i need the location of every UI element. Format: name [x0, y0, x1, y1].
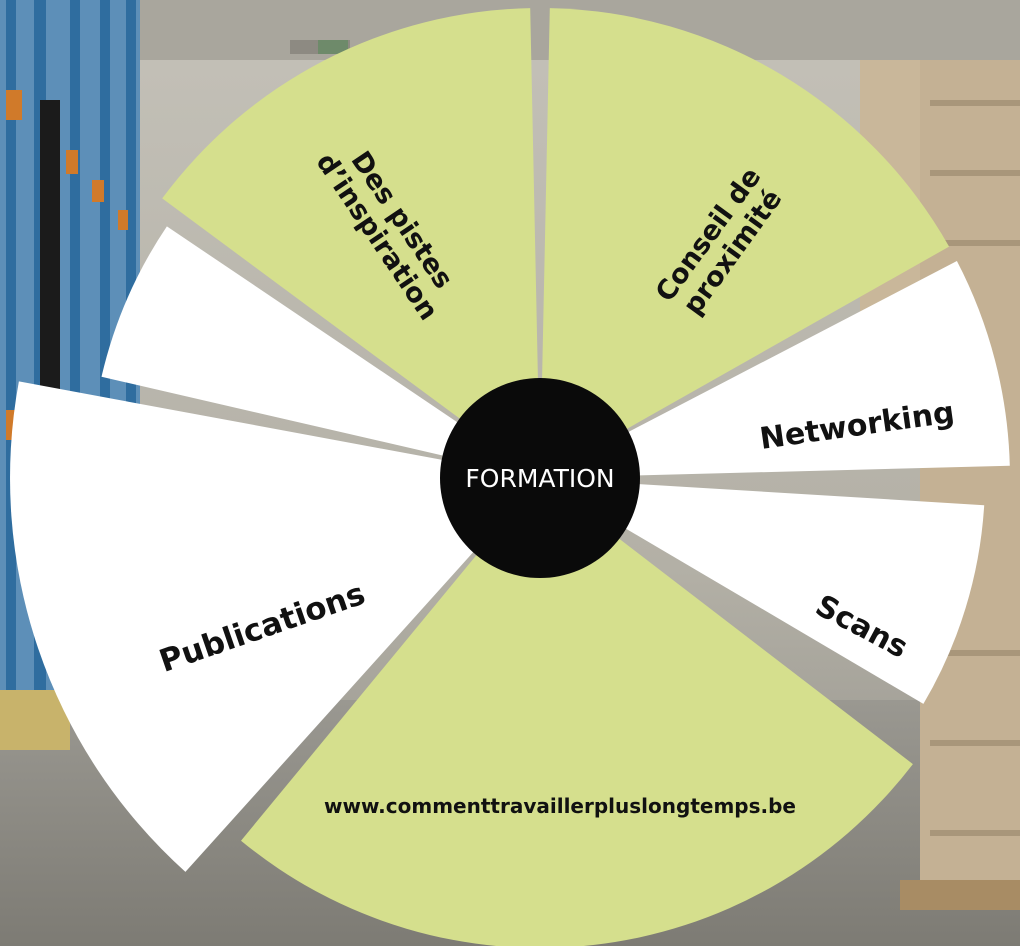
segment-networking — [540, 261, 1010, 478]
center-hub — [440, 378, 640, 578]
segment-conseil — [540, 8, 950, 478]
segment-label-website: www.commenttravaillerpluslongtemps.be — [324, 794, 796, 818]
segment-inspiration — [162, 8, 540, 478]
segment-label-line: www.commenttravaillerpluslongtemps.be — [324, 794, 796, 818]
segment-scans — [540, 478, 985, 704]
center-label: FORMATION — [465, 464, 614, 493]
segment-blank — [101, 226, 540, 478]
segment-website — [241, 478, 913, 946]
segment-publications — [10, 381, 540, 872]
